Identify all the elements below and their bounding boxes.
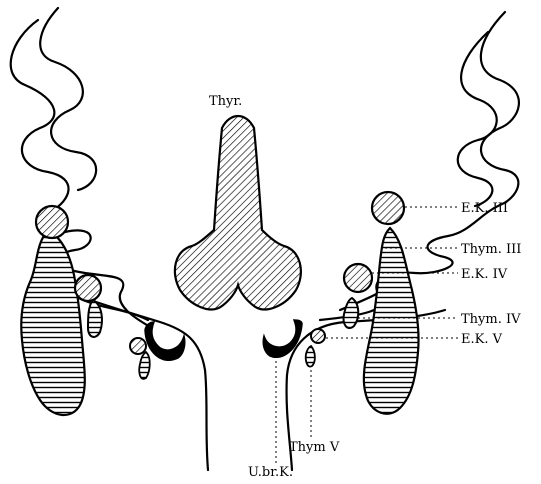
right-ek-v <box>311 329 325 343</box>
right-thymus-iv <box>344 298 359 328</box>
right-ek-iii <box>372 192 404 224</box>
label-ek5: E.K. V <box>461 332 503 347</box>
right-ek-iv <box>344 264 372 292</box>
left-ek-iv <box>75 275 101 301</box>
right-ubrk-crescent <box>263 320 302 357</box>
left-thymus-iii <box>21 230 85 415</box>
thyroid <box>175 116 301 309</box>
right-pharynx-inner-wall <box>458 32 497 206</box>
left-ek-iii <box>36 206 68 238</box>
right-thymus-v <box>306 346 315 367</box>
left-ek-v <box>130 338 146 354</box>
label-ubrk: U.br.K. <box>248 465 293 480</box>
label-ek3: E.K. III <box>461 201 508 216</box>
left-ubrk-crescent <box>145 322 185 360</box>
left-thymus-v <box>139 352 150 379</box>
label-thym4: Thym. IV <box>461 312 521 327</box>
label-thym3: Thym. III <box>461 242 521 257</box>
label-thyr: Thyr. <box>209 94 242 109</box>
label-thym5: Thym V <box>289 440 340 455</box>
label-ek4: E.K. IV <box>461 267 508 282</box>
